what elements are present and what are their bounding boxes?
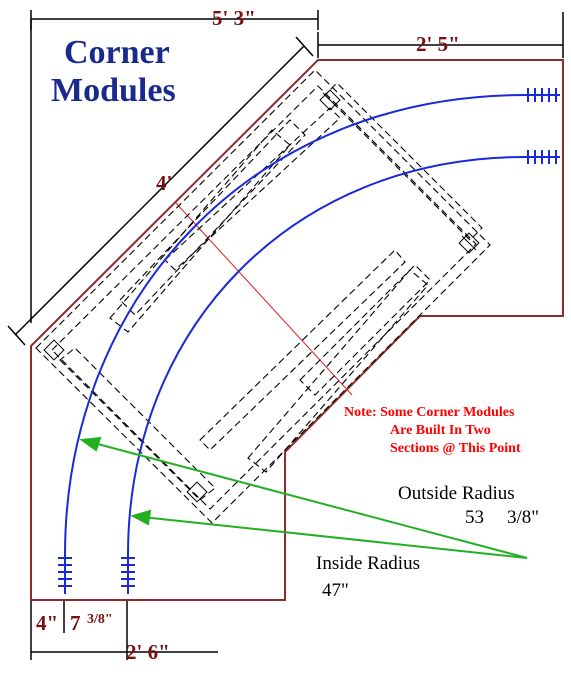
inside-radius-value: 47" (322, 580, 349, 601)
title-line-2: Modules (51, 72, 176, 109)
post-blocks (43, 89, 480, 503)
module-outline (30, 59, 564, 601)
outside-track-curve (64, 94, 526, 556)
dimension-track-spacing-fraction: 3/8" (87, 612, 113, 627)
outside-radius-value: 53 (465, 507, 484, 528)
note-line-3: Sections @ This Point (390, 441, 521, 456)
dimension-lines (7, 10, 564, 660)
inside-radius-label: Inside Radius (316, 553, 420, 574)
outside-radius-fraction: 3/8" (507, 507, 539, 528)
note-line-1: Note: Some Corner Modules (344, 405, 515, 420)
dimension-diagonal: 4' (156, 171, 172, 195)
inside-track-curve (127, 156, 526, 556)
section-split-line (174, 201, 353, 396)
dimension-track-spacing-whole: 7 (70, 611, 81, 635)
title-line-1: Corner (64, 34, 170, 71)
radius-pointers (79, 436, 528, 559)
dimension-top-right: 2' 5" (416, 32, 460, 56)
dimension-bottom-width: 2' 6" (126, 640, 170, 664)
outside-radius-label: Outside Radius (398, 483, 515, 504)
track-ends (58, 88, 560, 594)
note-line-2: Are Built In Two (390, 423, 491, 438)
dimension-overall-width: 5' 3" (212, 6, 256, 30)
dimension-left-offset: 4" (36, 611, 58, 635)
track-curves (64, 94, 526, 556)
